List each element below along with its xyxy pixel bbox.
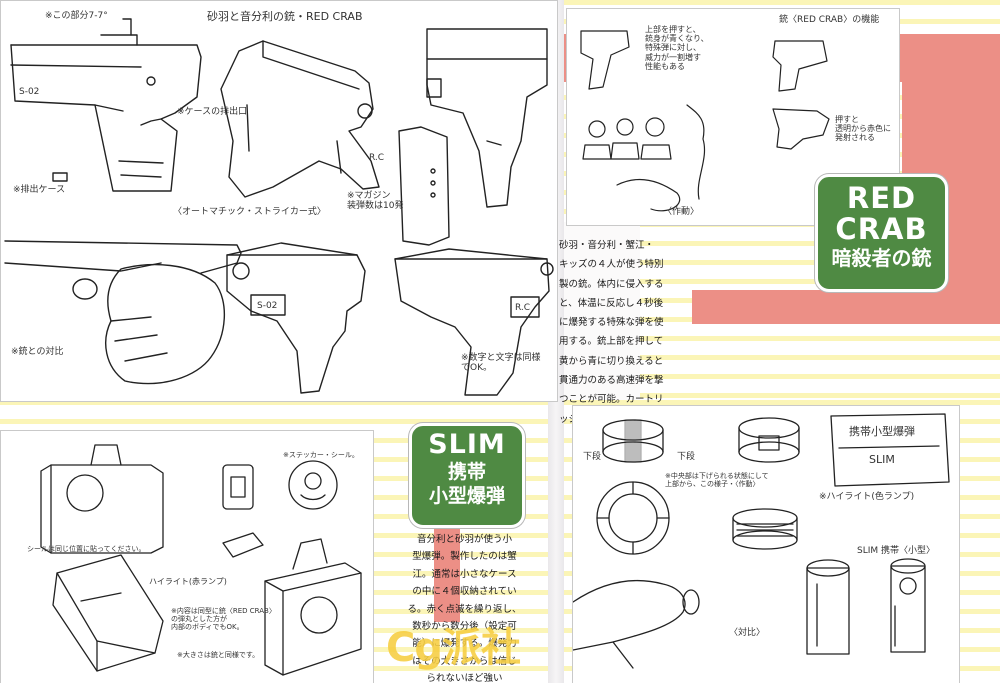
note-red-lamp: ハイライト(赤ランプ)	[149, 577, 227, 586]
note-slim-label: SLIM 携帯〈小型〉	[857, 546, 936, 556]
note-hand-compare: ※銃との対比	[11, 347, 64, 357]
face-3	[645, 117, 665, 137]
sticker-circle	[288, 460, 338, 510]
bomb-stacked-view	[732, 508, 798, 550]
gun-bottom-view-left	[226, 242, 366, 394]
case-side-detail	[222, 464, 254, 510]
gun-sketch-right-bottom	[772, 108, 830, 150]
note-compare: ※内容は同型に銃〈RED CRAB〉 の弾丸とした方が 内部のボディでもOK。	[171, 607, 276, 632]
slim-badge: SLIM 携帯 小型爆弾	[409, 423, 525, 528]
note-size: ※大きさは銃と同様です。	[177, 651, 260, 659]
burst-figure	[686, 104, 706, 200]
red-crab-badge: RED CRAB 暗殺者の銃	[815, 174, 948, 292]
note-grip-mark-2: R.C	[515, 303, 531, 313]
red-crab-line-art	[4, 18, 554, 396]
burst-splash	[616, 178, 681, 212]
note-lamp: ※ハイライト(色ランプ)	[819, 492, 915, 502]
gun-bottom-view-right	[394, 248, 554, 396]
bomb-ring-view	[596, 481, 670, 555]
note-grip-mark: R.C	[369, 153, 385, 163]
gun-sketch-small	[580, 30, 630, 90]
note-serial-2: S-02	[257, 301, 278, 311]
function-note-upper: 上部を押すと、 銃身が青くなり、 特殊弾に対し、 威力が一割増す 性能もある	[645, 25, 709, 71]
function-note-lower: 押すと 透明から赤色に 発射される	[835, 115, 891, 143]
note-press: ※中央部は下げられる状態にして 上部から、この様子・〈作動〉	[665, 472, 769, 489]
sheet-red-crab-drawings: 砂羽と音分利の銃・RED CRAB ※この部分7-7° S-02 ※ケースの排出…	[0, 0, 558, 402]
badge-red: RED	[846, 181, 917, 215]
note-sticker: ※ステッカー・シール。	[283, 451, 359, 459]
bomb-side-view	[738, 417, 800, 463]
slim-sheet-subtitle: SLIM	[869, 453, 895, 466]
magazine-drawing	[398, 126, 450, 246]
slim-description: 音分利と砂羽が使う小 型爆弾。製作したのは蟹 江。通常は小さなケース の中に４個…	[407, 534, 522, 683]
note-numbering: ※数字と文字は同様 でOK。	[461, 353, 541, 374]
badge-portable: 携帯	[447, 461, 486, 483]
note-shell: ※排出ケース	[13, 185, 66, 195]
badge-small-bomb: 小型爆弾	[428, 485, 505, 507]
briefcase-open-view	[52, 554, 164, 672]
red-crab-function-art	[580, 30, 830, 212]
gun-sketch-right-top	[772, 40, 828, 92]
briefcase-front	[40, 444, 164, 554]
sheet-slim-case: ※ステッカー・シール。 シールは同じ位置に貼ってください。 ハイライト(赤ランプ…	[0, 430, 374, 683]
slim-bomb-line-art	[573, 413, 950, 669]
salmon-block-slim	[434, 520, 460, 622]
face-1	[588, 120, 606, 138]
sheet-title: 砂羽と音分利の銃・RED CRAB	[207, 10, 363, 23]
note-barrel-top: ※この部分7-7°	[45, 11, 108, 21]
note-side-a: 下段	[583, 452, 602, 462]
note-case: シールは同じ位置に貼ってください。	[27, 545, 146, 553]
note-hand-compare-slim: 〈対比〉	[729, 628, 766, 638]
title-box	[830, 413, 950, 487]
gun-side-view	[10, 18, 202, 192]
publisher-watermark: Cg派社	[386, 625, 521, 671]
hand-holding-bomb	[573, 579, 700, 669]
face-2	[616, 118, 634, 136]
function-title: 銃〈RED CRAB〉の機能	[779, 15, 880, 25]
note-serial: S-02	[19, 87, 40, 97]
note-case-eject: ※ケースの排出口	[177, 107, 248, 117]
function-note-burst: 〈作動〉	[663, 207, 700, 217]
note-magazine: ※マガジン 装弾数は10発	[347, 191, 404, 212]
note-side-b: 下段	[677, 452, 696, 462]
red-crab-description: 砂羽・音分利・蟹江・ キッズの４人が使う特別 製の銃。体内に侵入する と、体温に…	[559, 240, 664, 425]
badge-assassin-gun: 暗殺者の銃	[831, 246, 932, 270]
sheet-slim-bomb: 携帯小型爆弾 SLIM 下段 下段 ※中央部は下げられる状態にして 上部から、こ…	[572, 405, 960, 683]
slim-case-line-art	[40, 444, 362, 676]
note-mechanism: 〈オートマチック・ストライカー式〉	[173, 207, 326, 217]
hand-size-comparison	[4, 240, 242, 385]
gun-right-side-view	[426, 28, 548, 208]
salmon-block-bottom	[692, 290, 1000, 324]
gun-three-quarter-view	[220, 40, 380, 198]
slim-sheet-title: 携帯小型爆弾	[849, 425, 915, 438]
badge-crab: CRAB	[835, 212, 928, 246]
detonator-small	[222, 532, 264, 558]
bomb-top-view	[602, 419, 664, 463]
bomb-cylinder-view	[806, 558, 926, 655]
badge-slim-title: SLIM	[428, 429, 506, 460]
briefcase-angle-view	[264, 538, 362, 676]
